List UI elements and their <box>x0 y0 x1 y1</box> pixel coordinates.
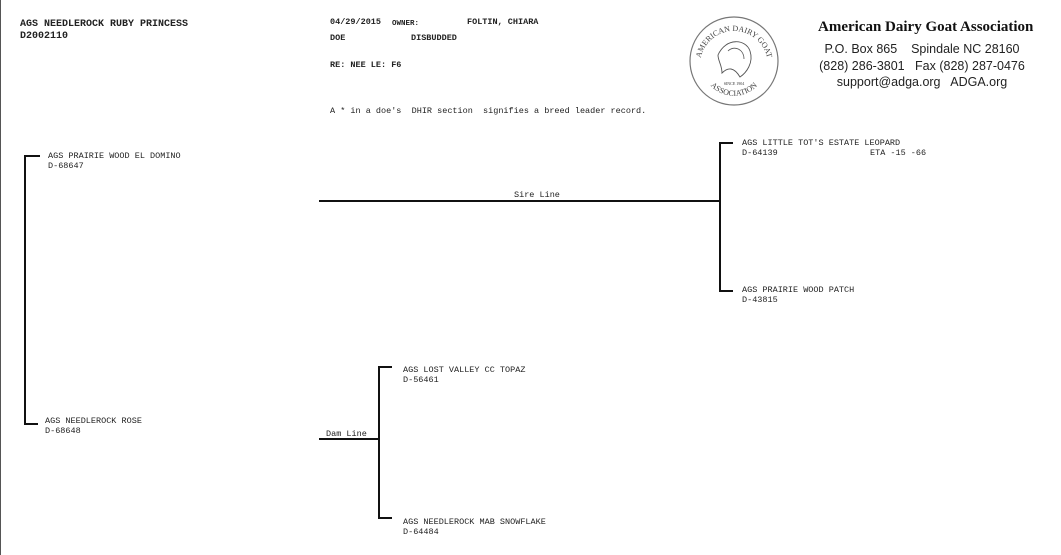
owner-label: OWNER: <box>392 20 420 28</box>
page-border-left <box>0 0 1 555</box>
dam-tick <box>24 423 38 425</box>
dam-sire-reg-no: D-56461 <box>403 375 439 385</box>
dam-line <box>319 438 379 440</box>
sire-tick <box>24 155 40 157</box>
sire-sire-reg-no: D-64139 <box>742 148 778 158</box>
association-contact: support@adga.org ADGA.org <box>836 75 1008 89</box>
association-name: American Dairy Goat Association <box>818 19 1034 35</box>
dam-dam-name: AGS NEEDLEROCK MAB SNOWFLAKE <box>403 517 546 527</box>
report-date: 04/29/2015 <box>330 17 382 27</box>
svg-text:AMERICAN DAIRY GOAT: AMERICAN DAIRY GOAT <box>694 24 774 59</box>
dam-sire-tick <box>378 366 392 368</box>
dam-name: AGS NEEDLEROCK ROSE <box>45 416 142 426</box>
association-address: P.O. Box 865 Spindale NC 28160 <box>824 42 1020 56</box>
parents-bracket <box>24 155 26 425</box>
dam-parents-bracket <box>378 366 380 518</box>
owner-name: FOLTIN, CHIARA <box>467 17 539 27</box>
sire-dam-reg-no: D-43815 <box>742 295 778 305</box>
sire-sire-name: AGS LITTLE TOT'S ESTATE LEOPARD <box>742 138 901 148</box>
sire-dam-name: AGS PRAIRIE WOOD PATCH <box>742 285 855 295</box>
svg-text:SINCE 1904: SINCE 1904 <box>724 81 745 86</box>
re-line: RE: NEE LE: F6 <box>330 60 402 70</box>
goat-seal-icon: SINCE 1904 AMERICAN DAIRY GOAT ASSOCIATI… <box>689 16 779 106</box>
sire-sire-tick <box>719 142 733 144</box>
animal-reg-no: D2002110 <box>20 31 69 42</box>
dam-line-label: Dam Line <box>326 429 367 439</box>
dam-dam-tick <box>378 517 392 519</box>
dam-reg-no: D-68648 <box>45 426 81 436</box>
dam-dam-reg-no: D-64484 <box>403 527 439 537</box>
sex: DOE <box>330 33 346 43</box>
sire-name: AGS PRAIRIE WOOD EL DOMINO <box>48 151 181 161</box>
association-phone: (828) 286-3801 Fax (828) 287-0476 <box>819 59 1025 73</box>
breed-leader-note: A * in a doe's DHIR section signifies a … <box>330 106 647 116</box>
adga-logo: SINCE 1904 AMERICAN DAIRY GOAT ASSOCIATI… <box>688 15 780 107</box>
sire-sire-eta: ETA -15 -66 <box>870 148 927 158</box>
sire-parents-bracket <box>719 142 721 292</box>
animal-name: AGS NEEDLEROCK RUBY PRINCESS <box>20 19 189 30</box>
sire-line <box>319 200 721 202</box>
horn-status: DISBUDDED <box>411 33 457 43</box>
sire-line-label: Sire Line <box>514 190 560 200</box>
sire-reg-no: D-68647 <box>48 161 84 171</box>
dam-sire-name: AGS LOST VALLEY CC TOPAZ <box>403 365 526 375</box>
sire-dam-tick <box>719 290 733 292</box>
